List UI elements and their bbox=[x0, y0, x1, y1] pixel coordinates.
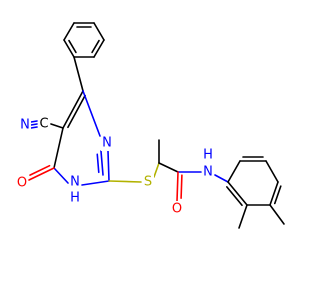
aryl-double-bond bbox=[269, 181, 279, 206]
aryl-double-bond bbox=[227, 181, 248, 206]
phenyl-pyrimidine-bond bbox=[73, 56, 84, 92]
atom-label-layer: C N N N H O S N H O bbox=[16, 116, 214, 217]
atom-nitrile-carbon: C bbox=[39, 117, 48, 132]
pyrimidine-bond-n bbox=[53, 167, 69, 184]
atom-amide-nitrogen: N bbox=[203, 165, 213, 180]
phenyl-bond bbox=[93, 22, 105, 41]
atom-ring-nitrogen: N bbox=[102, 136, 112, 151]
pyrimidine-bond-n bbox=[81, 180, 110, 186]
pyrimidine-bond-n bbox=[107, 150, 110, 182]
amide-aryl-bond bbox=[214, 174, 229, 183]
nitrile-triple bbox=[30, 123, 38, 126]
phenyl-double-bond bbox=[93, 39, 105, 58]
atom-ring-nh-nitrogen: N bbox=[70, 175, 80, 190]
pyrimidine-double-bond-second bbox=[67, 94, 86, 129]
pyrimidine-double-bond bbox=[62, 90, 84, 129]
atom-sulfur: S bbox=[144, 175, 152, 190]
molecule-diagram: C N N N H O S N H O bbox=[16, 22, 285, 229]
atom-ring-carbonyl-oxygen: O bbox=[17, 176, 27, 191]
phenyl-double-bond bbox=[63, 39, 75, 58]
nitrile-bond bbox=[50, 123, 64, 129]
aryl-bond bbox=[227, 160, 241, 183]
aryl-bond bbox=[265, 160, 279, 183]
amide-carbonyl-bond bbox=[176, 171, 179, 202]
nitrile-triple bbox=[30, 120, 38, 123]
pyrimidine-cn-double-second bbox=[96, 153, 100, 174]
amide-carbonyl-bond-second bbox=[180, 174, 183, 199]
pyrimidine-cn-double bbox=[100, 150, 104, 176]
phenyl-bond bbox=[63, 22, 75, 41]
atom-amide-hydrogen: H bbox=[203, 148, 213, 163]
atom-amide-oxygen: O bbox=[172, 202, 182, 217]
aryl-methyl-bond bbox=[269, 204, 285, 225]
thioether-bond bbox=[153, 162, 160, 178]
atom-ring-nh-hydrogen: H bbox=[70, 191, 80, 206]
chain-bond bbox=[158, 162, 179, 173]
aryl-double-bond-second bbox=[226, 186, 243, 207]
thioether-bond bbox=[108, 180, 142, 183]
pyrimidine-bond bbox=[53, 127, 64, 169]
bond-layer bbox=[28, 22, 285, 229]
phenyl-double-bond-second bbox=[91, 39, 100, 54]
ring-carbonyl-bond bbox=[28, 167, 55, 181]
atom-nitrile-nitrogen: N bbox=[20, 118, 30, 133]
pyrimidine-bond-n bbox=[82, 90, 101, 137]
aryl-double-bond-second bbox=[273, 185, 282, 205]
phenyl-double-bond-second bbox=[68, 39, 77, 54]
nitrile-triple bbox=[30, 126, 38, 129]
aryl-methyl-bond bbox=[238, 204, 248, 229]
ring-carbonyl-bond-second bbox=[29, 164, 51, 176]
